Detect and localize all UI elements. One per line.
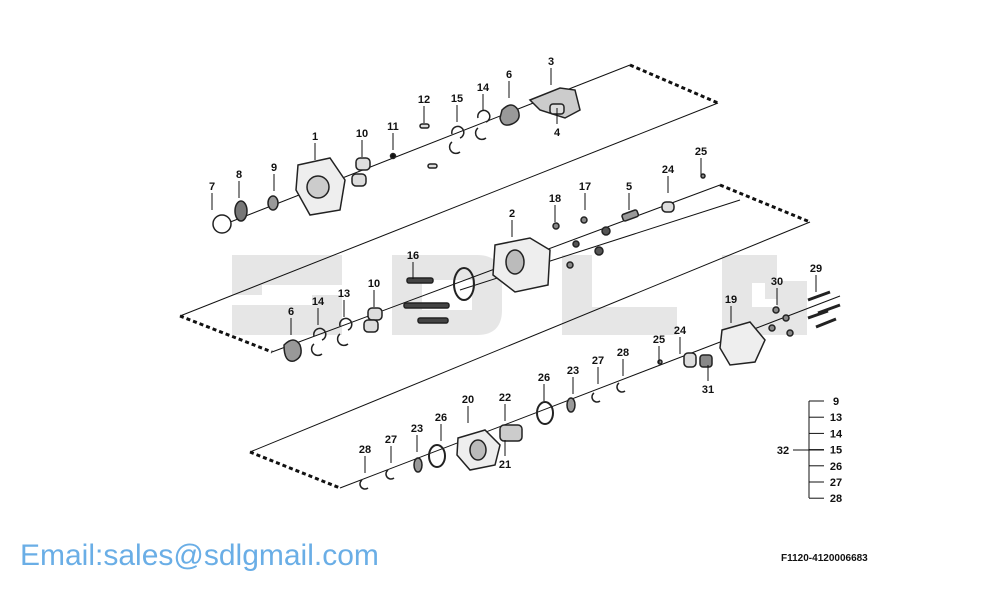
bushing-10a [355,157,371,171]
callout-label: 14 [477,82,490,94]
callout-label: 27 [385,434,397,446]
kit-item: 13 [830,412,842,424]
callout-label: 21 [499,459,511,471]
snap-ring-7 [212,214,232,234]
callout-label: 1 [312,131,318,143]
watermark-letter-l [562,255,677,335]
callout-label: 7 [209,181,215,193]
stud-16a [406,277,434,284]
callout-label: 29 [810,263,822,275]
kit-item: 9 [833,396,839,408]
callout-label: 24 [662,164,675,176]
kit-32-contents: 9 13 14 15 26 27 28 [809,396,843,505]
callout-label: 30 [771,276,783,288]
callout-label: 23 [567,365,579,377]
o-ring [453,267,475,301]
callout-label: 3 [548,56,554,68]
callout-label: 24 [674,325,687,337]
kit-item: 14 [830,428,843,440]
callout-label: 14 [312,296,325,308]
callout-label: 5 [626,181,632,193]
callout-label: 10 [356,128,368,140]
callout-label: 26 [435,412,447,424]
kit-item: 28 [830,493,842,505]
callout-label: 8 [236,169,242,181]
kit-item: 15 [830,445,842,457]
plate-6b [283,339,302,362]
watermark-email: Email:sales@sdlgmail.com [20,539,379,572]
callout-label: 20 [462,394,474,406]
callout-label: 16 [407,250,419,262]
plate-6 [499,104,520,126]
callout-label: 26 [538,372,550,384]
pin-12 [419,123,430,129]
seal-9 [267,195,279,211]
gear-22 [499,424,523,442]
callout-label: 15 [451,93,463,105]
callout-label: 10 [368,278,380,290]
valve-5 [621,209,640,222]
callout-label: 27 [592,355,604,367]
cover-19 [719,321,766,366]
callout-label: 6 [506,69,512,81]
callout-label: 12 [418,94,430,106]
kit-label: 32 [777,445,789,457]
callout-label: 28 [617,347,629,359]
kit-item: 26 [830,461,842,473]
callout-label: 9 [271,162,277,174]
callout-label: 18 [549,193,561,205]
callout-label: 6 [288,306,294,318]
callout-label: 22 [499,392,511,404]
callout-label: 2 [509,208,515,220]
watermark-letter-s [232,255,342,335]
callout-label: 11 [387,121,399,133]
kit-item: 27 [830,477,842,489]
callout-label: 4 [554,127,561,139]
callout-label: 28 [359,444,371,456]
callout-label: 23 [411,423,423,435]
assembly-frames [179,63,841,490]
drawing-code: F1120-4120006683 [781,553,868,564]
plug-31 [699,354,713,368]
bearing-8 [234,200,248,222]
callout-label: 17 [579,181,591,193]
gear-shaft-3 [528,87,581,119]
parts [212,87,841,490]
callout-label: 31 [702,384,714,396]
watermark-letter-d [392,255,502,335]
ball-11 [389,152,397,160]
callout-label: 25 [653,334,665,346]
callout-label: 25 [695,146,707,158]
callout-labels: 1 10 11 12 15 14 6 3 4 7 8 9 25 24 5 17 18 2 16 10 13 14 6 29 30… [209,56,822,473]
callout-label: 19 [725,294,737,306]
callout-label: 13 [338,288,350,300]
